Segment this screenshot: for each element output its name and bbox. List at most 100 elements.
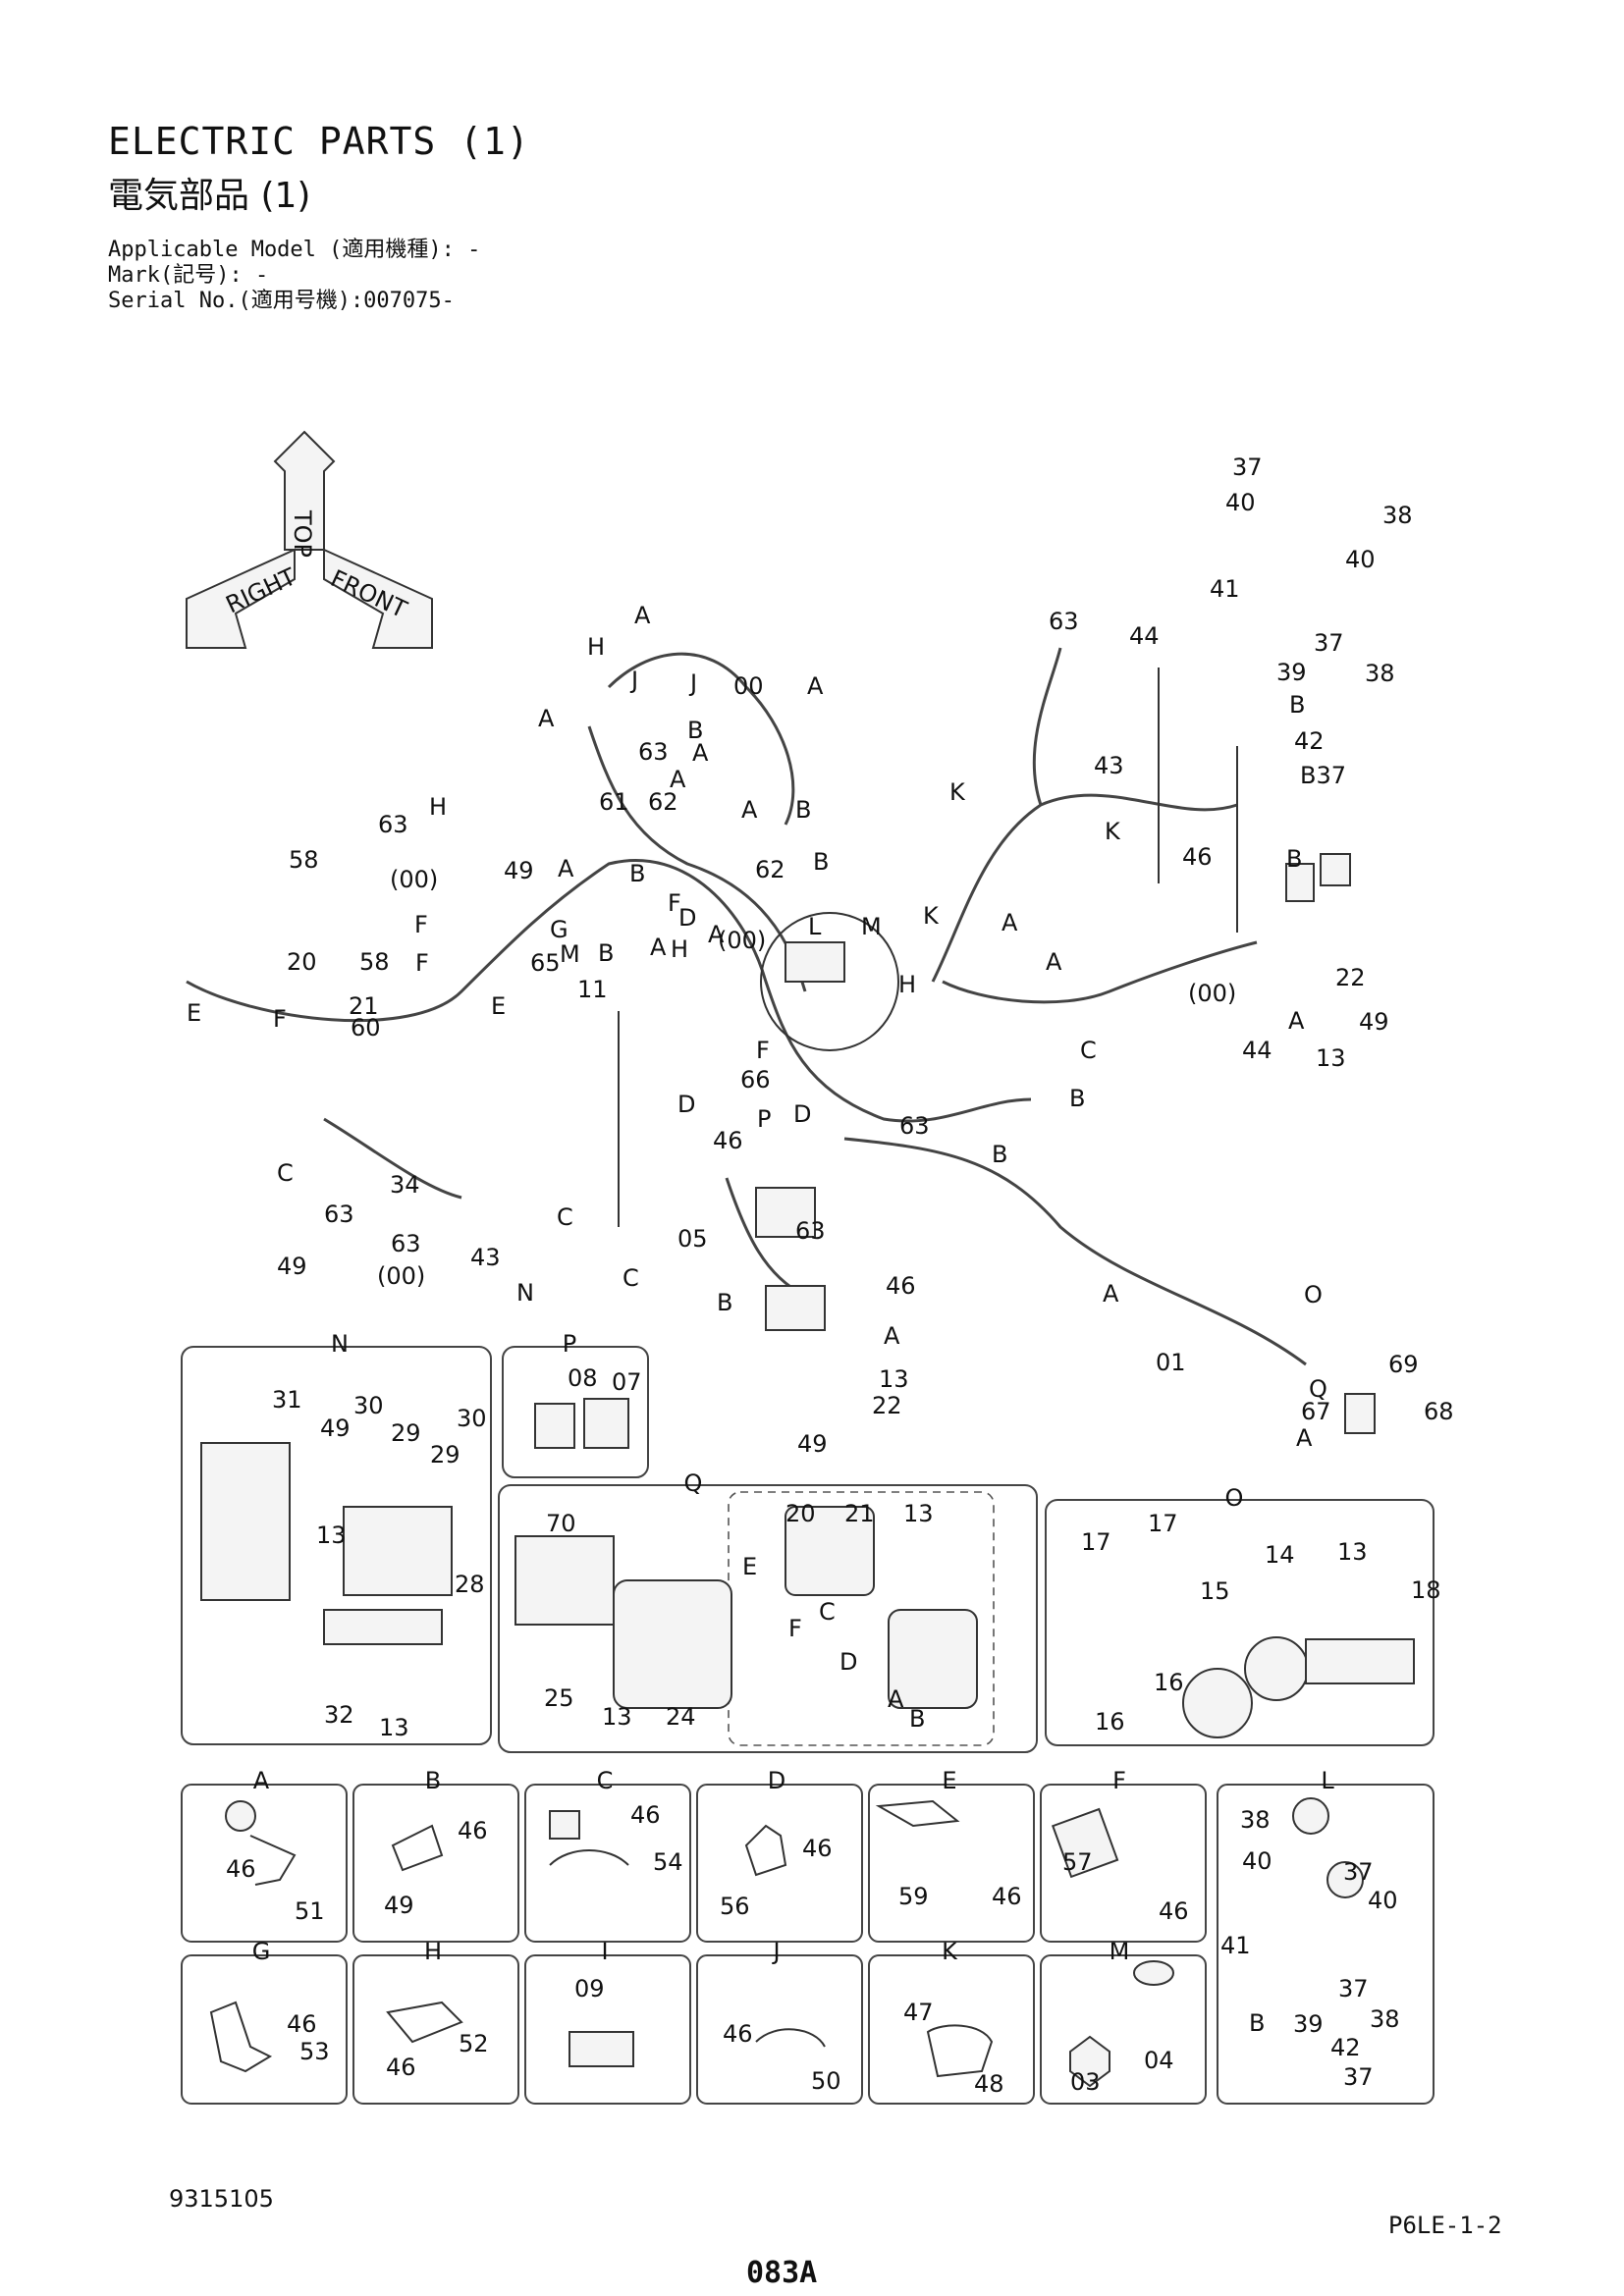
- detail-box-n-callout: 29: [430, 1441, 460, 1468]
- detail-box-l-callout: 39: [1293, 2010, 1324, 2038]
- callout-label: 01: [1156, 1349, 1186, 1376]
- callout-label: F: [668, 889, 681, 917]
- detail-box-l-callout: 37: [1338, 1975, 1369, 2002]
- callout-label: 58: [359, 948, 390, 976]
- callout-label: H: [671, 935, 688, 963]
- callout-label: 63: [391, 1230, 421, 1257]
- callout-label: 39: [1276, 659, 1307, 686]
- callout-label: C: [557, 1203, 573, 1231]
- detail-box-q-callout: A: [888, 1685, 904, 1713]
- detail-row-1: [181, 1784, 1435, 2105]
- detail-box-n-callout: 32: [324, 1701, 354, 1729]
- callout-label: B: [717, 1289, 732, 1316]
- callout-label: B: [687, 717, 703, 744]
- callout-label: E: [187, 999, 201, 1027]
- detail-box-n: [181, 1346, 492, 1745]
- detail-box-d-callout: 56: [720, 1893, 750, 1920]
- callout-label: A: [634, 602, 651, 629]
- orientation-icon: TOP RIGHT FRONT: [186, 430, 433, 649]
- detail-box-l-callout: 37: [1343, 2063, 1374, 2091]
- detail-box-b-callout: 49: [384, 1892, 414, 1919]
- detail-box-n-callout: 30: [353, 1392, 384, 1419]
- detail-box-m-label: M: [1110, 1938, 1130, 1965]
- callout-label: A: [708, 921, 725, 948]
- callout-label: 43: [1094, 752, 1124, 779]
- callout-label: 11: [577, 976, 608, 1003]
- callout-label: 38: [1382, 502, 1413, 529]
- mark-line: Mark(記号): -: [108, 263, 269, 288]
- callout-label: 49: [504, 857, 534, 884]
- detail-box-h-callout: 46: [386, 2054, 416, 2081]
- detail-box-a-callout: 46: [226, 1855, 256, 1883]
- detail-box-o-callout: 16: [1095, 1708, 1125, 1735]
- callout-label: M: [560, 940, 580, 968]
- detail-box-p-callout: 08: [568, 1364, 598, 1392]
- page-number: 083A: [746, 2256, 818, 2290]
- callout-label: 34: [390, 1171, 420, 1199]
- callout-label: B: [598, 939, 614, 967]
- detail-box-b-callout: 46: [458, 1817, 488, 1844]
- applicable-model: Applicable Model (適用機種): -: [108, 238, 481, 262]
- detail-box-l-callout: 40: [1242, 1847, 1272, 1875]
- callout-label: A: [692, 739, 709, 767]
- callout-label: B: [795, 796, 811, 824]
- detail-box-g-label: G: [252, 1938, 271, 1965]
- detail-box-e-callout: 59: [898, 1883, 929, 1910]
- callout-label: (00): [377, 1262, 425, 1290]
- callout-label: 65: [530, 949, 561, 977]
- callout-label: 62: [755, 856, 785, 883]
- detail-box-a-label: A: [253, 1767, 270, 1794]
- detail-box-n-callout: 13: [379, 1714, 409, 1741]
- callout-label: 63: [324, 1201, 354, 1228]
- callout-label: B: [1286, 845, 1302, 873]
- detail-box-o-label: O: [1225, 1484, 1244, 1512]
- detail-box-l-callout: 37: [1343, 1858, 1374, 1886]
- callout-label: 13: [1316, 1044, 1346, 1072]
- detail-box-q-callout: 24: [666, 1703, 696, 1731]
- callout-label: 40: [1345, 546, 1376, 573]
- callout-label: A: [1103, 1280, 1119, 1308]
- callout-label: 00: [733, 672, 764, 700]
- callout-label: 20: [785, 1500, 816, 1527]
- detail-box-h-label: H: [424, 1938, 442, 1965]
- callout-label: L: [808, 913, 822, 940]
- callout-label: 43: [470, 1244, 501, 1271]
- callout-label: 22: [1335, 964, 1366, 991]
- callout-label: B: [629, 860, 645, 887]
- callout-label: P: [757, 1105, 771, 1133]
- callout-label: E: [491, 992, 506, 1020]
- detail-box-q-callout: 70: [546, 1510, 576, 1537]
- callout-label: K: [923, 902, 940, 930]
- callout-label: 63: [899, 1112, 930, 1140]
- detail-box-g-callout: 53: [299, 2038, 330, 2065]
- detail-box-q-callout: 25: [544, 1684, 574, 1712]
- detail-box-o: [1045, 1499, 1435, 1746]
- orient-top-label: TOP: [289, 509, 316, 558]
- callout-label: 68: [1424, 1398, 1454, 1425]
- detail-box-q-callout: C: [819, 1598, 836, 1626]
- main-harness: [186, 647, 1376, 1434]
- callout-label: 49: [277, 1253, 307, 1280]
- callout-label: D: [678, 904, 696, 932]
- callout-label: (00): [718, 927, 766, 954]
- detail-box-e-label: E: [942, 1767, 956, 1794]
- callout-label: 66: [740, 1066, 771, 1094]
- callout-label: O: [1304, 1281, 1323, 1308]
- callout-label: 49: [1359, 1008, 1389, 1036]
- callout-label: 37: [1314, 629, 1344, 657]
- detail-box-q-callout: F: [788, 1615, 802, 1642]
- detail-box-o-callout: 18: [1411, 1576, 1441, 1604]
- callout-label: 58: [289, 846, 319, 874]
- callout-label: 41: [1210, 575, 1240, 603]
- callout-label: A: [538, 705, 555, 732]
- detail-box-o-callout: 17: [1081, 1528, 1111, 1556]
- detail-row-2: [181, 1954, 1207, 2105]
- callout-label: 63: [795, 1217, 826, 1245]
- detail-box-p: [502, 1346, 649, 1478]
- callout-label: 63: [638, 738, 669, 766]
- detail-box-h-callout: 52: [459, 2030, 489, 2057]
- callout-label: A: [884, 1322, 900, 1350]
- detail-box-l-callout: 38: [1240, 1806, 1271, 1834]
- callout-label: H: [429, 793, 447, 821]
- callout-label: H: [898, 971, 916, 998]
